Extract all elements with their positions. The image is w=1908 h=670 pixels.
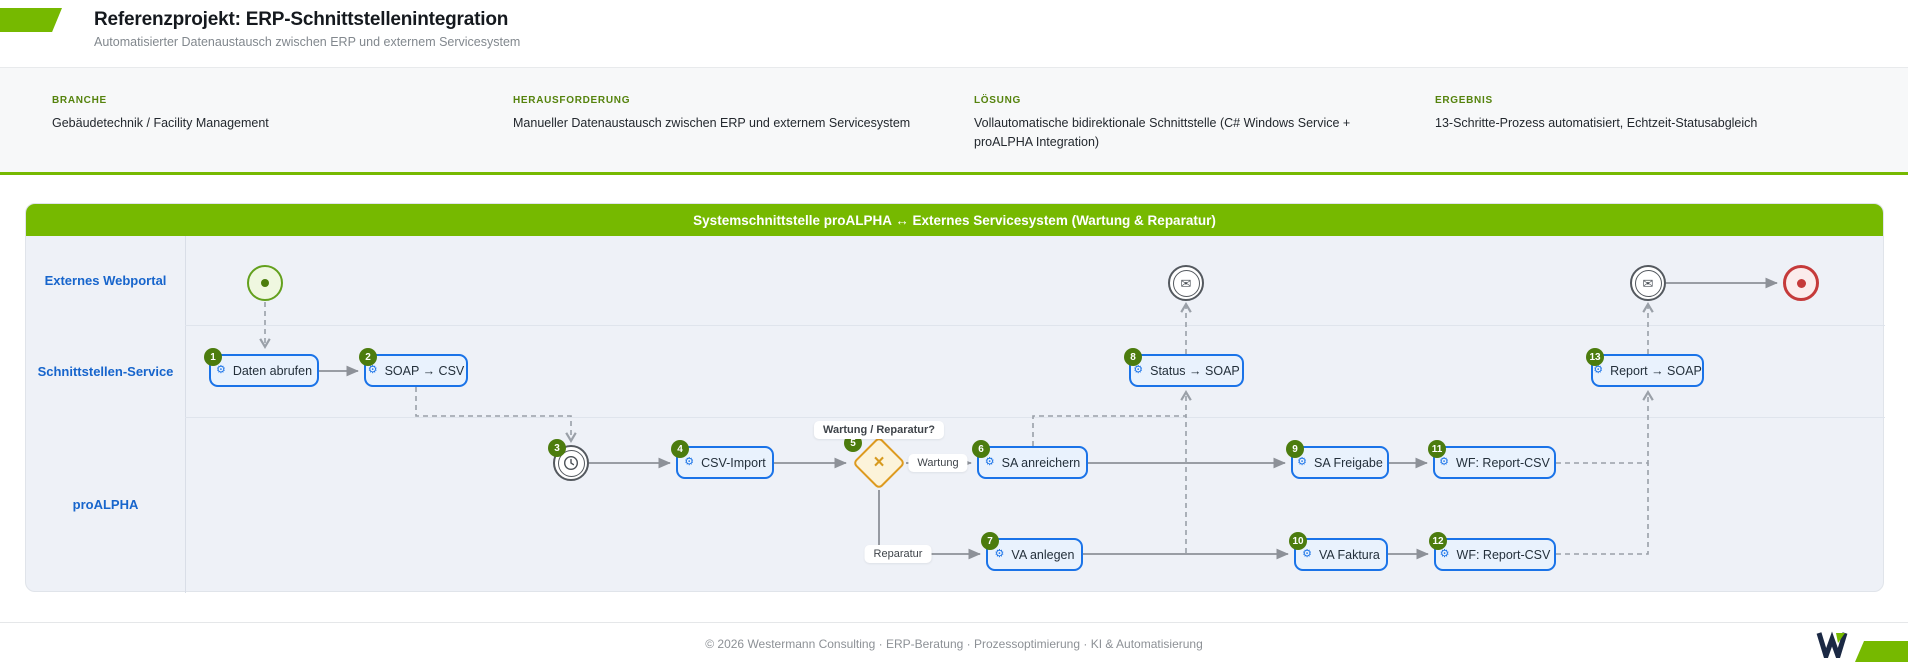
edge-label-reparatur: Reparatur (864, 545, 932, 563)
clock-icon (563, 455, 579, 471)
step-badge: 10 (1289, 532, 1307, 550)
gear-icon: ⚙ (684, 456, 695, 468)
page-title: Referenzprojekt: ERP-Schnittstelleninteg… (94, 9, 509, 30)
step-badge: 7 (981, 532, 999, 550)
lane-separator (185, 325, 1885, 326)
envelope-icon: ✉ (1642, 275, 1654, 291)
gear-icon: ⚙ (1593, 364, 1604, 376)
task-label: CSV-Import (701, 455, 766, 470)
timer-event: 3 (548, 439, 589, 481)
info-value: 13-Schritte-Prozess automatisiert, Echtz… (1435, 116, 1758, 130)
task-sa-anreichern: 6 ⚙ SA anreichern (972, 440, 1088, 479)
info-bar: BRANCHE Gebäudetechnik / Facility Manage… (0, 67, 1908, 175)
gear-icon: ⚙ (367, 364, 378, 376)
end-event-dot (1796, 278, 1806, 288)
info-col-loesung: LÖSUNG Vollautomatische bidirektionale S… (974, 95, 1395, 172)
diagram-title: Systemschnittstelle proALPHA ↔ Externes … (26, 204, 1883, 236)
connector-layer (26, 277, 1778, 560)
step-badge: 13 (1586, 348, 1604, 366)
task-label: WF: Report-CSV (1456, 455, 1550, 470)
step-badge: 11 (1428, 440, 1446, 458)
gear-icon: ⚙ (215, 364, 226, 376)
task-wf-report-csv-sa: 11 ⚙ WF: Report-CSV (1428, 440, 1556, 479)
step-badge: 8 (1124, 348, 1142, 366)
page-subtitle: Automatisierter Datenaustausch zwischen … (94, 35, 521, 49)
task-label: SA Freigabe (1314, 455, 1383, 470)
start-event (247, 265, 283, 301)
lane-label-proalpha: proALPHA (72, 496, 139, 512)
lane-label-schnittstellen-service: Schnittstellen-Service (37, 363, 174, 379)
task-daten-abrufen: 1 ⚙ Daten abrufen (204, 348, 319, 387)
start-event-dot (261, 279, 269, 287)
diagram-stage: Externes Webportal Schnittstellen-Servic… (26, 204, 1885, 593)
footer-divider (0, 622, 1908, 623)
info-col-branche: BRANCHE Gebäudetechnik / Facility Manage… (52, 95, 473, 172)
footer-logo-bar (1855, 641, 1908, 662)
end-event (1783, 265, 1819, 301)
task-sa-freigabe: 9 ⚙ SA Freigabe (1286, 440, 1389, 479)
message-event-report: ✉ (1630, 265, 1666, 301)
brand-logo-parallelogram (0, 8, 62, 32)
info-label: HERAUSFORDERUNG (513, 95, 631, 106)
step-badge: 4 (671, 440, 689, 458)
task-wf-report-csv-va: 12 ⚙ WF: Report-CSV (1429, 532, 1556, 571)
info-label: ERGEBNIS (1435, 95, 1493, 106)
info-label: BRANCHE (52, 95, 107, 106)
gear-icon: ⚙ (984, 456, 995, 468)
task-label: VA Faktura (1318, 547, 1380, 562)
gateway-wartung-reparatur: × 5 (844, 434, 906, 490)
info-label: LÖSUNG (974, 95, 1021, 106)
task-label: SOAP → CSV (384, 363, 465, 378)
edge-label-wartung: Wartung (908, 454, 968, 472)
info-value: Vollautomatische bidirektionale Schnitts… (974, 116, 1351, 149)
gear-icon: ⚙ (1297, 456, 1308, 468)
info-col-herausforderung: HERAUSFORDERUNG Manueller Datenaustausch… (513, 95, 934, 172)
gear-icon: ⚙ (1302, 548, 1312, 560)
task-va-anlegen: 7 ⚙ VA anlegen (981, 532, 1083, 571)
task-label: WF: Report-CSV (1456, 547, 1551, 562)
step-badge: 12 (1429, 532, 1447, 550)
task-report-soap: 13 ⚙ Report → SOAP (1586, 348, 1704, 387)
task-csv-import: 4 ⚙ CSV-Import (671, 440, 774, 479)
process-diagram-card: Systemschnittstelle proALPHA ↔ Externes … (25, 203, 1885, 593)
footer-copyright: © 2026 Westermann Consulting · ERP-Berat… (705, 637, 1203, 651)
task-soap-csv: 2 ⚙ SOAP → CSV (359, 348, 468, 387)
step-badge: 2 (359, 348, 377, 366)
w-logo-icon (1816, 631, 1848, 665)
westermann-w-logo (1816, 631, 1848, 665)
page-header: Referenzprojekt: ERP-Schnittstelleninteg… (94, 9, 520, 49)
task-label: SA anreichern (1001, 455, 1081, 470)
gear-icon: ⚙ (1439, 548, 1450, 560)
lane-label-externes-webportal: Externes Webportal (44, 272, 167, 288)
gear-icon: ⚙ (1439, 456, 1450, 468)
info-value: Manueller Datenaustausch zwischen ERP un… (513, 116, 911, 130)
task-label: Daten abrufen (232, 363, 313, 378)
gateway-question-label: Wartung / Reparatur? (813, 421, 945, 439)
gear-icon: ⚙ (1133, 364, 1144, 376)
step-badge: 1 (204, 348, 222, 366)
lane-label-divider (185, 236, 186, 593)
task-label: VA anlegen (1011, 547, 1075, 562)
message-event-status: ✉ (1168, 265, 1204, 301)
info-value: Gebäudetechnik / Facility Management (52, 116, 269, 130)
task-label: Status → SOAP (1150, 363, 1240, 378)
lane-separator (185, 417, 1885, 418)
gateway-x-icon: × (873, 452, 885, 473)
task-label: Report → SOAP (1610, 363, 1702, 378)
envelope-icon: ✉ (1180, 275, 1192, 291)
step-badge: 9 (1286, 440, 1304, 458)
step-badge: 6 (972, 440, 990, 458)
task-status-soap: 8 ⚙ Status → SOAP (1124, 348, 1244, 387)
task-va-faktura: 10 ⚙ VA Faktura (1289, 532, 1388, 571)
info-col-ergebnis: ERGEBNIS 13-Schritte-Prozess automatisie… (1435, 95, 1856, 172)
step-badge: 3 (548, 439, 566, 457)
gear-icon: ⚙ (994, 548, 1005, 560)
